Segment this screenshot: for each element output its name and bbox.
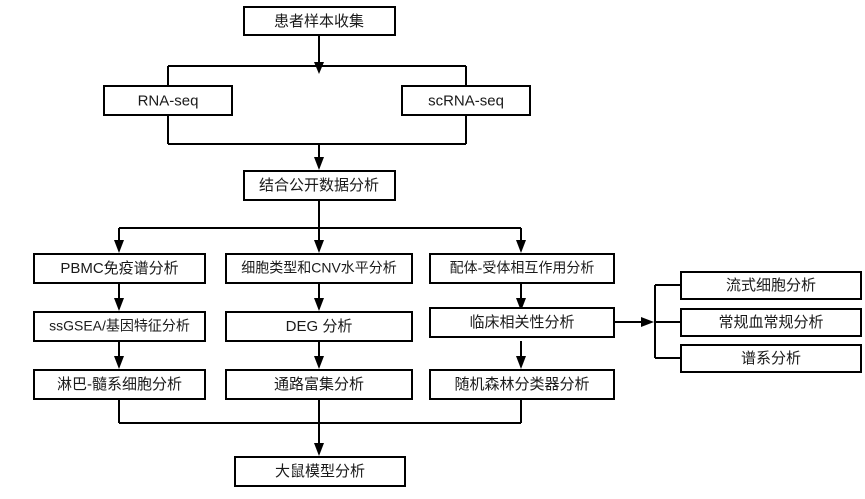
node-box — [243, 170, 396, 201]
connector-split-bar-columns — [114, 227, 526, 253]
connector-deg-to-pathway — [314, 341, 324, 369]
node-random-forest[interactable]: 随机森林分类器分析 — [429, 369, 615, 400]
node-box — [680, 308, 862, 337]
node-box — [680, 344, 862, 373]
node-scrna-seq[interactable]: scRNA-seq — [401, 85, 531, 116]
connector-seq-merge — [167, 115, 467, 170]
node-lymphoid-myeloid[interactable]: 淋巴-髓系细胞分析 — [33, 369, 206, 400]
node-rna-seq[interactable]: RNA-seq — [103, 85, 233, 116]
node-public-data-analysis[interactable]: 结合公开数据分析 — [243, 170, 396, 201]
node-pbmc-immune-profile-label: PBMC免疫谱分析 — [60, 260, 178, 277]
node-box — [429, 253, 615, 284]
node-cell-type-cnv-label: 细胞类型和CNV水平分析 — [241, 260, 397, 276]
node-box — [225, 311, 413, 342]
node-pathway-enrichment[interactable]: 通路富集分析 — [225, 369, 413, 400]
node-box — [429, 369, 615, 400]
node-lineage-analysis-label: 谱系分析 — [741, 350, 801, 367]
connector-pbmc-to-ssgsea — [114, 283, 124, 311]
node-box — [243, 6, 396, 36]
node-box — [33, 253, 206, 284]
node-box — [103, 85, 233, 116]
node-patient-sample-collection-label: 患者样本收集 — [274, 13, 364, 30]
node-lineage-analysis[interactable]: 谱系分析 — [680, 344, 862, 373]
connector-collection-to-split — [314, 35, 324, 74]
node-box — [234, 456, 406, 487]
node-lymphoid-myeloid-label: 淋巴-髓系细胞分析 — [57, 376, 182, 393]
node-ssgsea-gene-signature-label: ssGSEA/基因特征分析 — [49, 318, 190, 334]
node-box — [225, 253, 413, 284]
node-box — [429, 307, 615, 338]
connector-ligand-to-clinical — [516, 283, 526, 311]
connector-split-bar-seq — [167, 65, 467, 86]
node-rat-model-label: 大鼠模型分析 — [275, 463, 365, 480]
node-box — [401, 85, 531, 116]
node-cell-type-cnv[interactable]: 细胞类型和CNV水平分析 — [225, 253, 413, 284]
node-random-forest-label: 随机森林分类器分析 — [454, 376, 589, 393]
connector-validation-bracket — [654, 284, 681, 359]
connector-cnv-to-deg — [314, 283, 324, 311]
node-ssgsea-gene-signature[interactable]: ssGSEA/基因特征分析 — [33, 311, 206, 342]
node-clinical-correlation-label: 临床相关性分析 — [469, 314, 574, 331]
node-box — [225, 369, 413, 400]
node-deg-analysis-label: DEG 分析 — [286, 318, 353, 335]
node-scrna-seq-label: scRNA-seq — [428, 92, 504, 109]
node-box — [33, 311, 206, 342]
node-flow-cytometry-label: 流式细胞分析 — [726, 277, 816, 294]
node-pbmc-immune-profile[interactable]: PBMC免疫谱分析 — [33, 253, 206, 284]
connector-clinical-to-randomforest — [516, 341, 526, 369]
node-rna-seq-label: RNA-seq — [138, 92, 199, 109]
node-ligand-receptor[interactable]: 配体-受体相互作用分析 — [429, 253, 615, 284]
node-routine-blood-label: 常规血常规分析 — [718, 314, 823, 331]
node-rat-model[interactable]: 大鼠模型分析 — [234, 456, 406, 487]
node-flow-cytometry[interactable]: 流式细胞分析 — [680, 271, 862, 300]
node-public-data-analysis-label: 结合公开数据分析 — [259, 177, 379, 194]
connector-clinical-to-validation — [614, 317, 654, 327]
node-deg-analysis[interactable]: DEG 分析 — [225, 311, 413, 342]
node-patient-sample-collection[interactable]: 患者样本收集 — [243, 6, 396, 36]
node-ligand-receptor-label: 配体-受体相互作用分析 — [450, 260, 595, 276]
node-clinical-correlation[interactable]: 临床相关性分析 — [429, 307, 615, 338]
connector-ssgsea-to-lymphoid — [114, 341, 124, 369]
node-pathway-enrichment-label: 通路富集分析 — [274, 375, 364, 393]
connector-bottom-merge — [118, 399, 522, 456]
node-box — [680, 271, 862, 300]
node-box — [33, 369, 206, 400]
node-routine-blood[interactable]: 常规血常规分析 — [680, 308, 862, 337]
